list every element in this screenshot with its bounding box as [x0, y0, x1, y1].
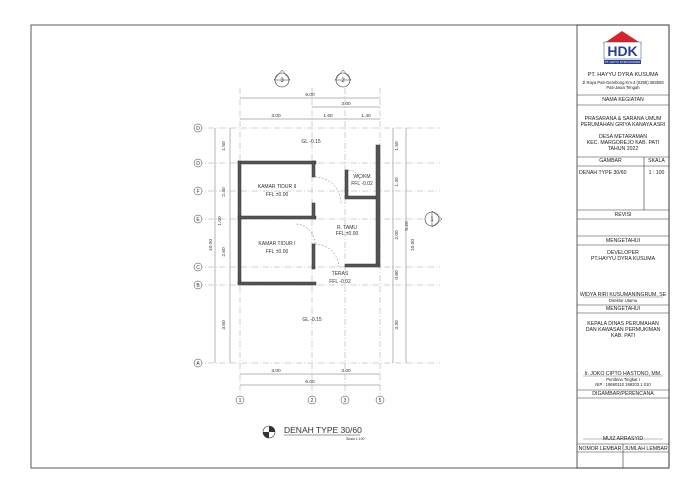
svg-text:10.00: 10.00 — [208, 239, 214, 251]
plan-title: DENAH TYPE 30/60 — [284, 425, 362, 435]
svg-text:3.00: 3.00 — [341, 368, 351, 374]
svg-text:1.40: 1.40 — [394, 177, 400, 187]
title-block-lines — [577, 94, 669, 468]
svg-text:0.80: 0.80 — [394, 270, 400, 280]
room-wc-ffl: FFL -0.02 — [351, 181, 373, 187]
svg-text:3.30: 3.30 — [394, 320, 400, 330]
room-kt1-ffl: FFL ±0.00 — [266, 249, 289, 255]
kegiatan-header: NAMA KEGIATAN — [602, 97, 644, 103]
svg-text:3.60: 3.60 — [221, 320, 227, 330]
dinas-line-3: KAB. PATI — [610, 333, 636, 339]
lokasi-line-3: TAHUN 2022 — [607, 146, 639, 152]
sheet-frame — [30, 24, 670, 469]
svg-text:1.50: 1.50 — [394, 141, 400, 151]
section-markers: 3 2 1 — [273, 69, 443, 228]
svg-text:E: E — [196, 217, 200, 223]
svg-text:3.00: 3.00 — [341, 101, 351, 107]
svg-text:5: 5 — [379, 398, 382, 404]
plan-title-block: DENAH TYPE 30/60 Skala 1:100 — [262, 425, 365, 441]
dimension-labels: 6.00 3.00 3.00 1.60 1.40 3.00 3.00 6.00 … — [208, 92, 416, 385]
kegiatan-line-2: PERUMAHAN GRIYA KANAYA ASRI — [580, 122, 666, 128]
svg-text:1.40: 1.40 — [361, 113, 371, 119]
svg-text:5.20: 5.20 — [404, 221, 410, 231]
svg-text:1.50: 1.50 — [221, 141, 227, 151]
mengetahui-header-2: MENGETAHUI — [605, 306, 641, 312]
room-kt2-ffl: FFL ±0.00 — [266, 192, 289, 198]
skala-header: SKALA — [648, 158, 665, 164]
room-kt2-name: KAMAR TIDUR II — [258, 184, 297, 190]
svg-text:2.60: 2.60 — [221, 247, 227, 257]
kadin-rank: Pembina Tingkat I — [606, 377, 640, 382]
kegiatan-line-1: PRASARANA & SARANA UMUM — [584, 116, 662, 122]
svg-text:F: F — [196, 189, 199, 195]
svg-text:D: D — [196, 161, 200, 167]
plan-scale: Skala 1:100 — [346, 437, 365, 441]
company-name: PT. HAYYU DYRA KUSUMA — [587, 72, 659, 78]
ground-level-top: GL -0.15 — [301, 139, 320, 145]
section-marker-3: 3 — [280, 78, 284, 84]
grid-bubbles-bottom: 1 2 3 5 — [235, 395, 385, 405]
room-teras-ffl: FFL -0.02 — [329, 279, 351, 285]
dinas-line-1: KEPALA DINAS PERUMAHAN — [587, 321, 659, 327]
svg-text:6.00: 6.00 — [305, 379, 315, 385]
svg-text:HDK: HDK — [607, 43, 637, 59]
door-swings — [294, 169, 361, 269]
svg-text:1: 1 — [239, 398, 242, 404]
company-address-1: Jl Raya Pati-Gembong Km.4 (0295) 383593 — [582, 80, 664, 85]
mengetahui-header-1: MENGETAHUI — [605, 238, 641, 244]
svg-text:2.40: 2.40 — [221, 187, 227, 197]
svg-text:C: C — [196, 265, 200, 271]
dimension-lines — [214, 97, 407, 386]
svg-text:1.60: 1.60 — [323, 113, 333, 119]
developer-line-1: DEVELOPER — [607, 250, 639, 256]
room-tamu-name: R. TAMU — [337, 225, 357, 231]
revisi-header: REVISI — [614, 212, 632, 218]
kadin-nip: NIP : 19680110 199203 1 010 — [595, 382, 651, 387]
developer-title: Direktur Utama — [608, 298, 638, 303]
svg-text:1.00: 1.00 — [217, 216, 223, 226]
svg-text:10.00: 10.00 — [410, 239, 416, 251]
room-teras-name: TERAS — [332, 271, 349, 277]
svg-text:PT. HAYYU DYRA KUSUMA: PT. HAYYU DYRA KUSUMA — [605, 60, 641, 64]
svg-text:3.00: 3.00 — [271, 113, 281, 119]
title-block-frame — [576, 24, 670, 469]
jumlah-lembar-header: JUMLAH LEMBAR — [624, 446, 668, 452]
lokasi-line-1: DESA METARAMAN — [598, 134, 648, 140]
developer-line-2: PT.HAYYU DYRA KUSUMA — [590, 256, 656, 262]
svg-text:3.00: 3.00 — [271, 368, 281, 374]
ground-level-bottom: GL -0.15 — [302, 317, 321, 323]
lokasi-line-2: KEC. MARGOREJO KAB. PATI — [586, 140, 660, 146]
room-labels: KAMAR TIDUR II FFL ±0.00 KAMAR TIDUR I F… — [258, 139, 373, 323]
walls — [237, 144, 381, 286]
developer-person: WIDYA RIRI KUSUMANINGRUM, SE — [579, 292, 667, 298]
grid-bubbles-left: D D F E C B A — [193, 123, 203, 368]
company-address-2: Pati-Jawa Tengah — [606, 85, 640, 90]
gambar-header: GAMBAR — [599, 158, 622, 164]
svg-text:2.00: 2.00 — [394, 230, 400, 240]
nomor-lembar-header: NOMOR LEMBAR — [578, 446, 622, 452]
svg-text:2: 2 — [311, 398, 314, 404]
svg-text:6.00: 6.00 — [305, 92, 315, 98]
grid-lines — [197, 88, 440, 395]
section-marker-2: 2 — [341, 78, 345, 84]
svg-text:B: B — [196, 283, 200, 289]
gambar-value: DENAH TYPE 30/60 — [579, 170, 627, 176]
perencana-name: MUIZ ARRASYID — [602, 436, 644, 442]
svg-text:3: 3 — [344, 398, 347, 404]
kadin-person: Ir. JOKO CIPTO HASTONO, MM. — [584, 371, 662, 377]
room-kt1-name: KAMAR TIDUR I — [258, 241, 295, 247]
dinas-line-2: DAN KAWASAN PERMUKIMAN — [585, 327, 661, 333]
room-wc-name: WC/KM — [353, 174, 370, 180]
room-tamu-ffl: FFL ±0.00 — [336, 231, 359, 237]
digambar-header: DIGAMBAR/PERENCANA — [592, 391, 654, 397]
svg-text:A: A — [196, 361, 200, 367]
svg-text:D: D — [196, 126, 200, 132]
section-marker-1: 1 — [430, 217, 434, 223]
skala-value: 1 : 100 — [648, 170, 665, 176]
company-logo: HDK PT. HAYYU DYRA KUSUMA — [603, 31, 642, 64]
